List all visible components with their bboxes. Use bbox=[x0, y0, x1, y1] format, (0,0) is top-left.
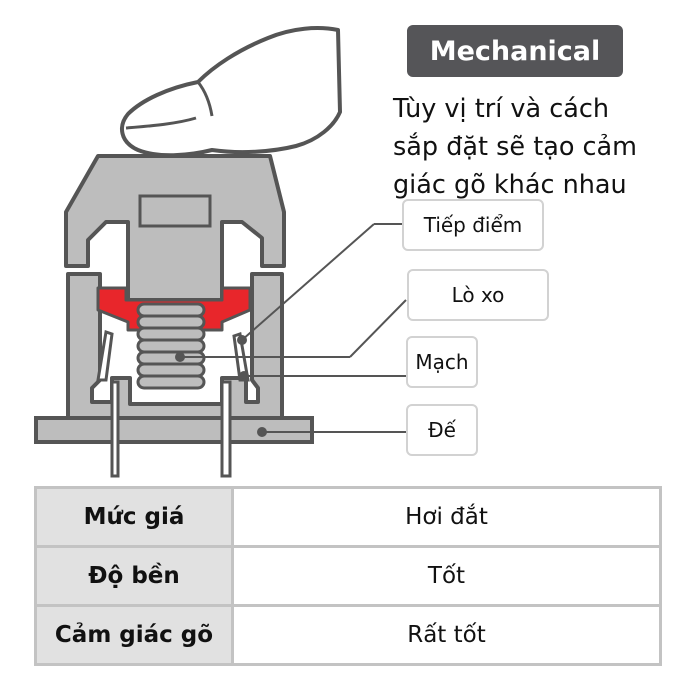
spec-table: Mức giá Hơi đắt Độ bền Tốt Cảm giác gõ R… bbox=[34, 486, 662, 666]
table-row: Độ bền Tốt bbox=[34, 545, 662, 607]
spec-key: Cảm giác gõ bbox=[34, 604, 234, 666]
label-contact: Tiếp điểm bbox=[402, 199, 544, 251]
label-spring: Lò xo bbox=[407, 269, 549, 321]
spec-value: Tốt bbox=[231, 545, 662, 607]
description-caption: Tùy vị trí và cách sắp đặt sẽ tạo cảm gi… bbox=[393, 90, 688, 204]
label-base: Đế bbox=[406, 404, 478, 456]
spring-icon bbox=[136, 302, 206, 390]
callout-lines bbox=[175, 223, 407, 437]
spec-value: Hơi đắt bbox=[231, 486, 662, 548]
table-row: Cảm giác gõ Rất tốt bbox=[34, 604, 662, 666]
contact-pins bbox=[96, 330, 250, 478]
label-circuit: Mạch bbox=[406, 336, 478, 388]
spec-key: Độ bền bbox=[34, 545, 234, 607]
spec-key: Mức giá bbox=[34, 486, 234, 548]
caption-line: giác gõ khác nhau bbox=[393, 170, 627, 200]
title-badge: Mechanical bbox=[407, 25, 623, 77]
caption-line: Tùy vị trí và cách bbox=[393, 94, 610, 124]
base-plate bbox=[34, 416, 314, 444]
finger-icon bbox=[120, 26, 342, 158]
table-row: Mức giá Hơi đắt bbox=[34, 486, 662, 548]
caption-line: sắp đặt sẽ tạo cảm bbox=[393, 132, 638, 162]
spec-value: Rất tốt bbox=[231, 604, 662, 666]
